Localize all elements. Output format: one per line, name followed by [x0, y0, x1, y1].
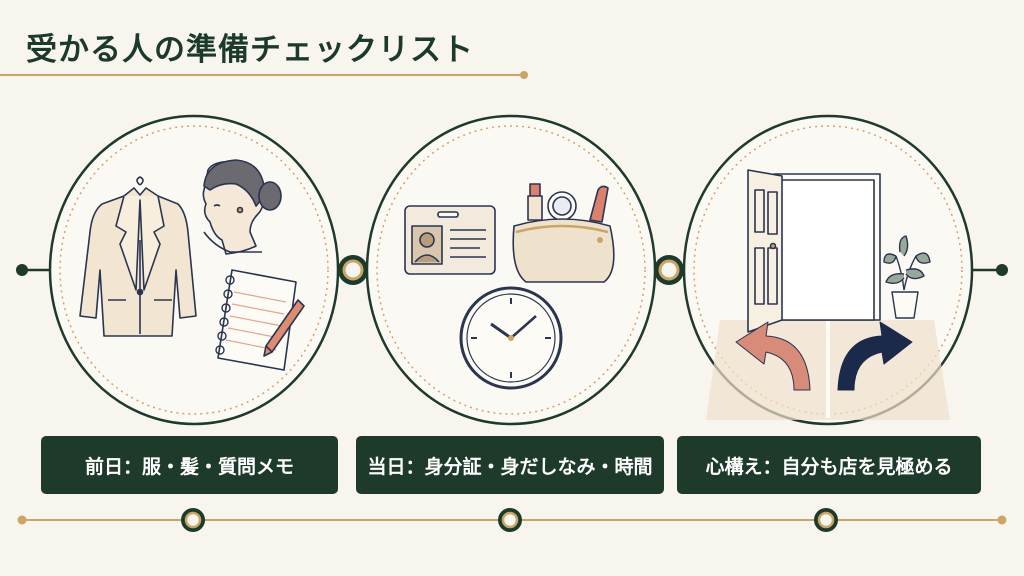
id-card-icon [404, 205, 496, 275]
open-door-icon [747, 169, 881, 333]
timeline-node-1 [181, 508, 205, 532]
hairstyle-icon [202, 159, 282, 255]
page-title: 受かる人の準備チェックリスト [26, 32, 474, 68]
step-2-label-text: 当日：身分証・身だしなみ・時間 [367, 455, 653, 478]
jacket-icon [79, 176, 197, 337]
step-3-label-text: 心構え：自分も店を見極める [705, 455, 953, 478]
step-1-label-text: 前日：服・髪・質問メモ [84, 455, 294, 478]
step-1-label: 前日：服・髪・質問メモ [41, 436, 338, 494]
clock-icon [459, 286, 563, 390]
crossroad-arrows-icon [735, 321, 913, 391]
bottom-timeline [17, 508, 1007, 532]
cosmetic-pouch-icon [512, 183, 615, 283]
timeline-node-3 [814, 508, 838, 532]
connector-node-2 [654, 255, 684, 285]
plant-icon [883, 235, 931, 319]
title-underline-dot [520, 71, 528, 79]
step-3-label: 心構え：自分も店を見極める [677, 436, 981, 494]
step-2-label: 当日：身分証・身だしなみ・時間 [356, 436, 664, 494]
timeline-node-2 [498, 508, 522, 532]
notepad-icon [215, 269, 305, 371]
connector-node-1 [338, 255, 368, 285]
